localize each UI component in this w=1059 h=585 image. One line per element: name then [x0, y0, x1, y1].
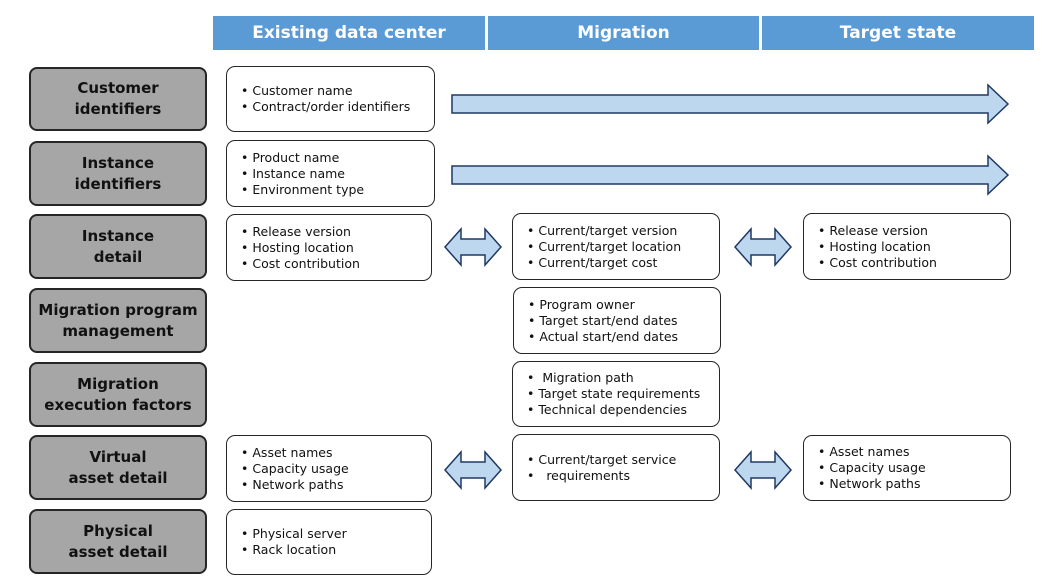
list-item: Physical server	[241, 526, 346, 542]
row-label-instance-identifiers: Instance identifiers	[29, 141, 207, 206]
list-item: Customer name	[241, 83, 410, 99]
list-item: Rack location	[241, 542, 347, 558]
list-item: Network paths	[818, 476, 926, 492]
list-item-continuation: requirements	[527, 468, 676, 484]
double-arrow-icon	[443, 450, 503, 490]
list-item: Cost contribution	[818, 255, 937, 271]
header-target-state: Target state	[762, 16, 1034, 50]
list-item: Product name	[241, 150, 364, 166]
migration-virtual-asset-box: Current/target service requirements	[512, 434, 720, 501]
row-label-text: Physical asset detail	[68, 521, 168, 561]
list-item: Current/target location	[527, 239, 681, 255]
list-item: Program owner	[528, 297, 678, 313]
row-label-text: Instance identifiers	[74, 153, 162, 193]
list-item: Actual start/end dates	[528, 329, 678, 345]
row-label-customer-identifiers: Customer identifiers	[29, 67, 207, 131]
double-arrow-icon	[733, 450, 793, 490]
row-label-text: Instance detail	[81, 226, 155, 266]
list-item: Capacity usage	[241, 461, 348, 477]
list-item: Cost contribution	[241, 256, 360, 272]
list-item: Technical dependencies	[527, 402, 700, 418]
double-arrow-icon	[733, 227, 793, 267]
list-item: Contract/order identifiers	[241, 99, 410, 115]
arrow-right-icon	[451, 83, 1010, 125]
list-item: Current/target cost	[527, 255, 681, 271]
list-item: Network paths	[241, 477, 349, 493]
migration-execution-factors-box: Migration path Target state requirements…	[512, 361, 720, 427]
arrow-right-icon	[451, 154, 1010, 196]
row-label-migration-program-management: Migration program management	[29, 288, 207, 353]
double-arrow-icon	[443, 227, 503, 267]
list-item: Current/target version	[527, 223, 681, 239]
list-item: Asset names	[818, 444, 926, 460]
migration-program-management-box: Program owner Target start/end dates Act…	[513, 287, 721, 354]
existing-instance-detail-box: Release version Hosting location Cost co…	[226, 214, 432, 281]
existing-physical-asset-box: Physical server Rack location	[226, 509, 432, 575]
list-item: Target state requirements	[527, 386, 700, 402]
list-item: Target start/end dates	[528, 313, 678, 329]
target-virtual-asset-box: Asset names Capacity usage Network paths	[803, 435, 1011, 501]
list-item: Environment type	[241, 182, 364, 198]
header-migration: Migration	[488, 16, 759, 50]
existing-instance-identifiers-box: Product name Instance name Environment t…	[226, 140, 435, 207]
list-item: Capacity usage	[818, 460, 925, 476]
row-label-physical-asset-detail: Physical asset detail	[29, 509, 207, 574]
row-label-text: Virtual asset detail	[68, 447, 168, 487]
migration-instance-detail-box: Current/target version Current/target lo…	[512, 213, 720, 280]
row-label-text: Customer identifiers	[74, 79, 162, 118]
row-label-instance-detail: Instance detail	[29, 214, 207, 279]
row-label-text: Migration program management	[38, 300, 198, 340]
list-item: Asset names	[241, 445, 349, 461]
row-label-virtual-asset-detail: Virtual asset detail	[29, 435, 207, 500]
target-instance-detail-box: Release version Hosting location Cost co…	[803, 213, 1011, 280]
row-label-migration-execution-factors: Migration execution factors	[29, 362, 207, 427]
row-label-text: Migration execution factors	[44, 374, 192, 414]
list-item: Hosting location	[818, 239, 937, 255]
header-existing-data-center: Existing data center	[213, 16, 485, 50]
list-item: Release version	[241, 224, 360, 240]
list-item: Current/target service	[527, 452, 676, 468]
list-item: Release version	[818, 223, 937, 239]
existing-virtual-asset-box: Asset names Capacity usage Network paths	[226, 435, 432, 502]
list-item: Migration path	[527, 370, 700, 386]
list-item: Hosting location	[241, 240, 360, 256]
list-item: Instance name	[241, 166, 364, 182]
existing-customer-box: Customer name Contract/order identifiers	[226, 66, 435, 132]
